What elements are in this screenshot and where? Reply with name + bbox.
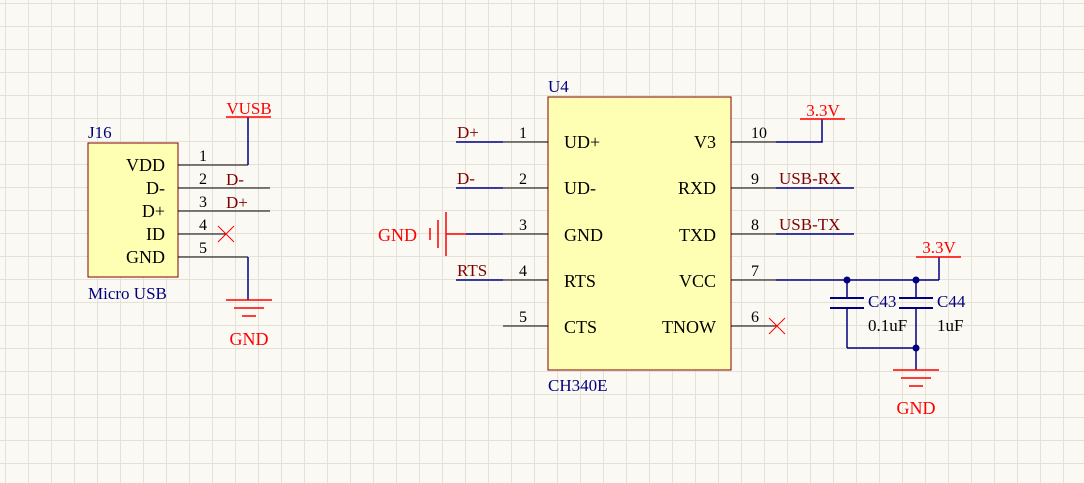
u4-pin-name-6: TNOW <box>662 317 716 337</box>
caps-gnd-label: GND <box>897 398 936 418</box>
j16-gnd-label: GND <box>230 329 269 349</box>
u4-pin-name-1: UD+ <box>564 132 600 152</box>
u4-designator: U4 <box>548 77 569 96</box>
j16-connector[interactable]: J16 Micro USB VDD D- D+ ID GND 1 2 3 4 5 <box>87 123 270 303</box>
caps-gnd-symbol <box>893 369 939 387</box>
u4-pin-number-8: 8 <box>751 217 759 234</box>
u4-pin-number-3: 3 <box>519 217 527 234</box>
junction-dot <box>912 276 920 284</box>
j16-gnd-symbol <box>226 299 272 317</box>
u4-pin-number-10: 10 <box>751 125 767 142</box>
u4-pin-name-9: RXD <box>678 178 716 198</box>
j16-pin-name-3: D+ <box>142 201 165 221</box>
junction-dot <box>843 276 851 284</box>
j16-pin-name-1: VDD <box>126 155 165 175</box>
u4-pin-number-7: 7 <box>751 263 759 280</box>
cap-c43[interactable]: C43 0.1uF <box>830 280 907 348</box>
j16-pin-number-1: 1 <box>199 148 207 165</box>
u4-tnow-noconnect <box>768 317 786 335</box>
c43-designator: C43 <box>868 292 896 311</box>
u4-net-dplus: D+ <box>457 123 479 142</box>
u4-gnd-symbol <box>429 212 466 256</box>
u4-pin-number-6: 6 <box>751 309 759 326</box>
v3-wire <box>776 119 823 143</box>
u4-comment: CH340E <box>548 376 608 395</box>
j16-pin-name-4: ID <box>146 224 165 244</box>
vcc-power-label: 3.3V <box>922 238 956 257</box>
j16-pin-number-5: 5 <box>199 240 207 257</box>
u4-pin-name-8: TXD <box>679 225 716 245</box>
u4-pin-number-5: 5 <box>519 309 527 326</box>
j16-pin-name-5: GND <box>126 247 165 267</box>
j16-pin-name-2: D- <box>146 178 165 198</box>
u4-pin-name-5: CTS <box>564 317 597 337</box>
u4-pin-name-4: RTS <box>564 271 596 291</box>
u4-pin-name-7: VCC <box>679 271 716 291</box>
u4-net-rts: RTS <box>457 261 487 280</box>
j16-pin-number-3: 3 <box>199 194 207 211</box>
j16-body <box>87 142 179 278</box>
u4-chip[interactable]: U4 CH340E UD+ UD- GND RTS CTS 1 2 3 4 5 … <box>503 77 776 395</box>
u4-pin-number-2: 2 <box>519 171 527 188</box>
c44-designator: C44 <box>937 292 966 311</box>
j16-id-noconnect <box>217 225 235 243</box>
j16-net-dplus: D+ <box>226 193 248 212</box>
v3-power-label: 3.3V <box>806 101 840 120</box>
u4-net-usb-rx: USB-RX <box>779 169 841 188</box>
u4-gnd-label: GND <box>378 225 417 245</box>
u4-body <box>547 96 732 371</box>
u4-pin-name-10: V3 <box>694 132 716 152</box>
u4-pin-number-1: 1 <box>519 125 527 142</box>
u4-pin-number-4: 4 <box>519 263 527 280</box>
c43-value: 0.1uF <box>868 316 907 335</box>
j16-pin-number-2: 2 <box>199 171 207 188</box>
vusb-power-label: VUSB <box>226 99 271 118</box>
junction-dot <box>912 344 920 352</box>
u4-net-usb-tx: USB-TX <box>779 215 840 234</box>
j16-comment: Micro USB <box>88 284 167 303</box>
cap-c44[interactable]: C44 1uF <box>899 280 966 370</box>
j16-designator: J16 <box>88 123 112 142</box>
u4-pin-name-2: UD- <box>564 178 596 198</box>
j16-net-dminus: D- <box>226 170 244 189</box>
c44-value: 1uF <box>937 316 963 335</box>
u4-pin-name-3: GND <box>564 225 603 245</box>
j16-pin-number-4: 4 <box>199 217 207 234</box>
u4-pin-number-9: 9 <box>751 171 759 188</box>
u4-net-dminus: D- <box>457 169 475 188</box>
